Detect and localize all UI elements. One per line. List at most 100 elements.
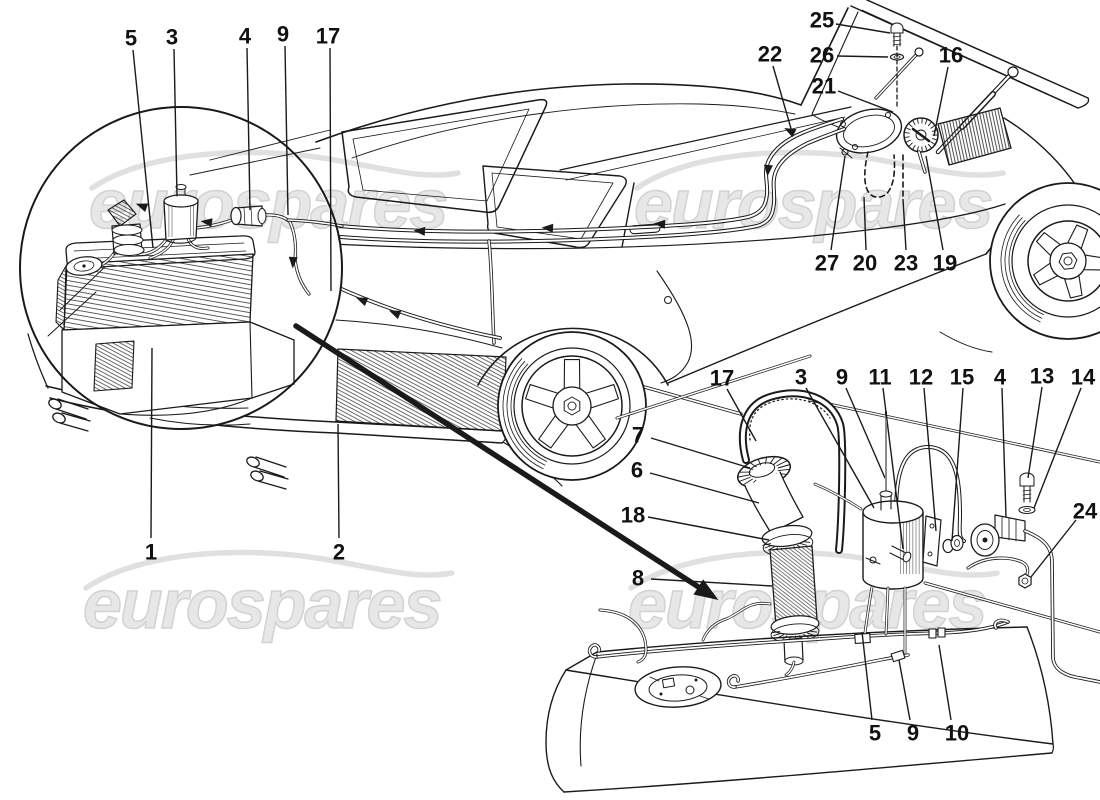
flow-arrow	[135, 203, 149, 212]
callout-leader-13	[1027, 386, 1043, 479]
tank-sender-ring	[634, 666, 722, 708]
callout-number-3: 3	[795, 365, 807, 390]
union-nut-24	[1018, 573, 1032, 589]
magnified-fuel-filter	[163, 184, 199, 244]
callout-number-19: 19	[933, 251, 957, 276]
callout-leader-5	[861, 631, 873, 721]
quarter-window	[482, 165, 627, 249]
callout-number-20: 20	[853, 251, 877, 276]
callout-leader-24	[1030, 519, 1077, 578]
callout-leader-26	[836, 55, 889, 58]
magnified-fuel-pump	[107, 199, 145, 257]
door-window-rail	[559, 106, 852, 171]
callout-leader-20	[863, 196, 867, 251]
callout-leader-21	[837, 90, 894, 113]
callout-leader-18	[647, 516, 770, 541]
callout-number-3: 3	[166, 25, 178, 50]
lid-edge-inner	[866, 0, 1089, 99]
pipe-flow-arrows	[135, 128, 797, 320]
bolt-13	[1019, 472, 1035, 503]
frame-rail-a	[616, 355, 811, 419]
nozzle-11	[889, 545, 907, 561]
callout-number-26: 26	[810, 43, 834, 68]
tank-run-a-end-hook	[994, 619, 1009, 629]
clamp-9b	[890, 649, 906, 663]
callout-number-8: 8	[632, 566, 644, 591]
pipe-24-branch	[967, 557, 1029, 579]
fuel-tank-lower	[545, 626, 1055, 793]
lower-detail	[545, 354, 1100, 793]
pipe-lower-run	[336, 286, 501, 339]
a-pillar-inner	[811, 11, 859, 115]
callout-number-11: 11	[868, 365, 891, 390]
frame-rail-c	[924, 582, 1100, 633]
callout-number-14: 14	[1071, 365, 1096, 390]
flow-arrow	[763, 164, 773, 177]
callout-number-22: 22	[758, 42, 782, 67]
pump-foot-pipe	[785, 661, 795, 676]
callout-leader-10	[938, 644, 952, 721]
bracket-12	[922, 515, 942, 567]
pump-s-pipe	[702, 602, 771, 641]
filler-flange-inner	[843, 114, 895, 148]
watermark-text: eurospares	[83, 565, 440, 643]
flow-arrow	[200, 218, 213, 228]
callout-leader-6	[649, 472, 760, 504]
magnified-fuel-gauge-sender	[65, 256, 103, 276]
filler-neck-stub	[918, 151, 926, 173]
door-window-rail-inner	[565, 116, 846, 181]
neck-6	[744, 471, 804, 534]
vent-grille	[937, 107, 1012, 166]
callout-number-27: 27	[815, 251, 839, 276]
tank-left-pipe	[599, 609, 647, 663]
tank-run-b	[734, 654, 909, 688]
rear-bumper-side-band	[335, 348, 507, 432]
callout-leader-4	[246, 47, 251, 211]
callout-number-4: 4	[994, 365, 1007, 390]
callout-leader-15	[951, 387, 964, 542]
callout-number-1: 1	[145, 540, 157, 565]
open-lid	[811, 0, 1090, 201]
magnifier-circle	[19, 106, 343, 430]
grommet-15	[942, 534, 964, 554]
flow-arrow	[541, 223, 554, 233]
underbody-feed	[629, 382, 742, 415]
crease-above-bumper	[335, 319, 503, 349]
screw-icon	[890, 22, 904, 47]
washer-icon	[889, 53, 905, 61]
callout-number-18: 18	[621, 503, 645, 528]
callout-number-10: 10	[945, 721, 969, 746]
rear-window-inner	[352, 108, 530, 202]
filler-hose-17	[740, 391, 845, 552]
flow-arrow	[653, 219, 666, 229]
callout-leader-23	[902, 198, 907, 251]
watermark-swoosh	[628, 549, 1000, 591]
exhaust-tips	[48, 398, 289, 490]
callout-number-15: 15	[950, 365, 974, 390]
callout-leader-17	[726, 388, 757, 442]
roof-inner-line	[351, 103, 796, 159]
flow-arrow	[389, 310, 402, 320]
washer-14	[1018, 505, 1036, 515]
frame-rail-b	[809, 399, 1100, 463]
pipe-lower-run	[335, 285, 502, 340]
tank-notch	[93, 340, 135, 392]
callout-leader-11	[882, 387, 904, 550]
neck-to-canister-pipe	[814, 483, 862, 510]
callout-number-4: 4	[239, 24, 252, 49]
callout-number-5: 5	[125, 26, 137, 51]
magnified-check-valve	[230, 205, 267, 227]
union-10	[928, 627, 946, 639]
callout-number-9: 9	[277, 22, 289, 47]
callout-number-17: 17	[316, 24, 340, 49]
callout-leader-12	[923, 387, 937, 532]
canister-down-2	[885, 587, 889, 635]
flow-arrow	[356, 297, 369, 307]
filler-cap-bar	[911, 127, 931, 143]
tank-bottom-curve	[119, 397, 253, 416]
door-shutline	[656, 270, 693, 384]
lid-end-cap	[1077, 97, 1090, 109]
callout-leader-17	[329, 47, 332, 292]
flow-arrow	[784, 128, 797, 138]
